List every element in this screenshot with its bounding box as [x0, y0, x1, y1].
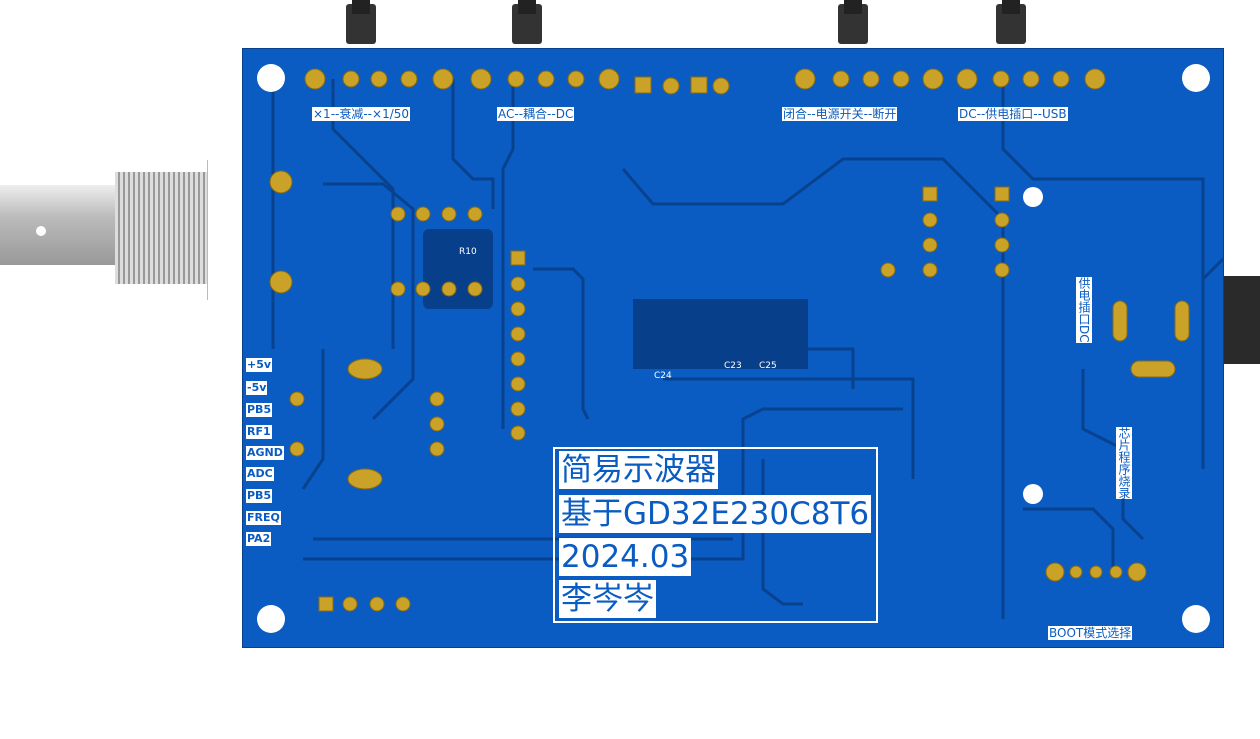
- title-line: 简易示波器: [559, 451, 718, 489]
- usb-connector: [1224, 276, 1260, 364]
- pin-label: PB5: [246, 403, 273, 417]
- power-switch-label: 闭合--电源开关--断开: [782, 107, 898, 121]
- pin-label: AGND: [246, 446, 284, 460]
- pin-label: ADC: [246, 467, 274, 481]
- pin-label: RF1: [246, 425, 272, 439]
- dc-jack-label: 供电插口DC: [1076, 277, 1092, 343]
- program-label: 芯片程序烧录: [1116, 427, 1132, 499]
- pin-label: PB5: [246, 489, 273, 503]
- coupling-switch[interactable]: [512, 0, 542, 44]
- c24-label: C24: [654, 371, 672, 381]
- attenuation-label: ×1--衰减--×1/50: [312, 107, 411, 121]
- r10-label: R10: [459, 247, 477, 257]
- supply-select-label: DC--供电插口--USB: [958, 107, 1068, 121]
- pin-label: PA2: [246, 532, 272, 546]
- pin-label: -5v: [246, 381, 268, 395]
- title-line: 2024.03: [559, 538, 692, 576]
- coupling-label: AC--耦合--DC: [497, 107, 575, 121]
- power-switch[interactable]: [838, 0, 868, 44]
- bnc-connector: [0, 160, 241, 300]
- c25-label: C25: [759, 361, 777, 371]
- title-line: 基于GD32E230C8T6: [559, 495, 872, 533]
- attenuation-switch[interactable]: [346, 0, 376, 44]
- boot-label: BOOT模式选择: [1048, 626, 1133, 640]
- pin-label: +5v: [246, 358, 273, 372]
- silkscreen-title-box: 简易示波器 基于GD32E230C8T6 2024.03 李岑岑: [553, 447, 878, 623]
- c23-label: C23: [724, 361, 742, 371]
- title-line: 李岑岑: [559, 580, 656, 618]
- supply-select-switch[interactable]: [996, 0, 1026, 44]
- pin-label: FREQ: [246, 511, 281, 525]
